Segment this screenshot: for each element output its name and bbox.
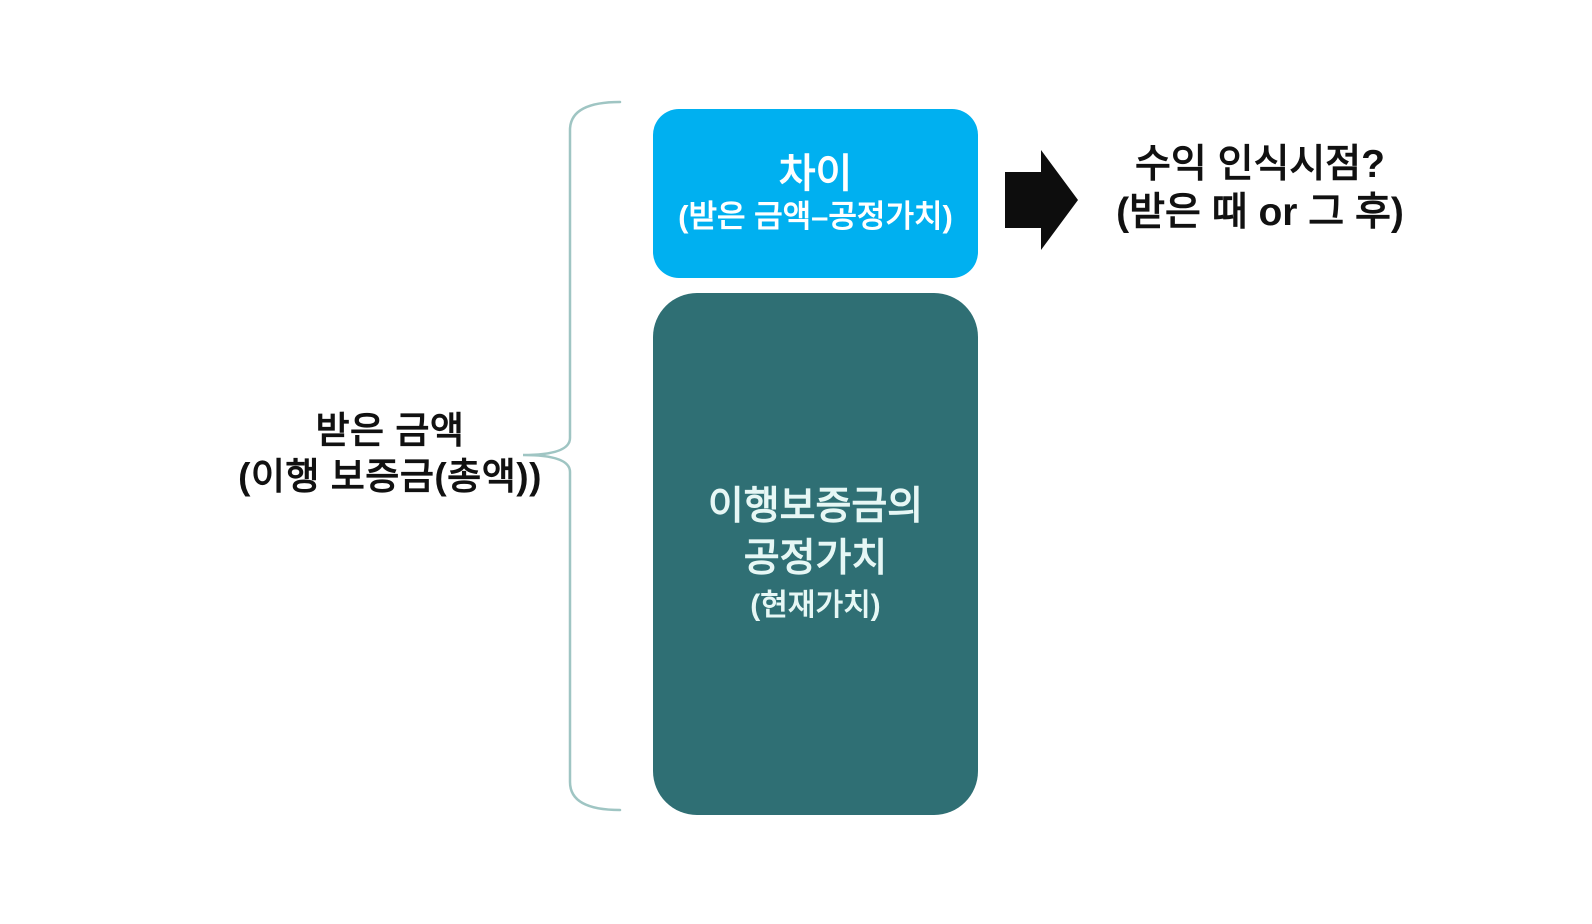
difference-box: 차이 (받은 금액–공정가치) <box>653 109 978 278</box>
difference-box-title: 차이 <box>778 151 853 196</box>
brace-icon <box>522 100 622 812</box>
fair-value-box-line2: 공정가치 <box>743 537 888 580</box>
right-arrow-icon <box>1005 150 1078 250</box>
fair-value-box-line1: 이행보증금의 <box>707 485 924 528</box>
revenue-recognition-annotation: 수익 인식시점? (받은 때 or 그 후) <box>1090 141 1430 237</box>
received-amount-line1: 받은 금액 <box>315 410 465 451</box>
annotation-line2: (받은 때 or 그 후) <box>1116 191 1404 234</box>
right-arrow-shape <box>1005 150 1078 250</box>
fair-value-box-line3: (현재가치) <box>750 589 881 622</box>
difference-box-subtitle: (받은 금액–공정가치) <box>678 198 953 234</box>
brace-path <box>522 100 622 812</box>
annotation-line1: 수익 인식시점? <box>1135 143 1385 186</box>
fair-value-box: 이행보증금의 공정가치 (현재가치) <box>653 293 978 815</box>
received-amount-label: 받은 금액 (이행 보증금(총액)) <box>210 408 570 500</box>
received-amount-line2: (이행 보증금(총액)) <box>238 456 542 497</box>
